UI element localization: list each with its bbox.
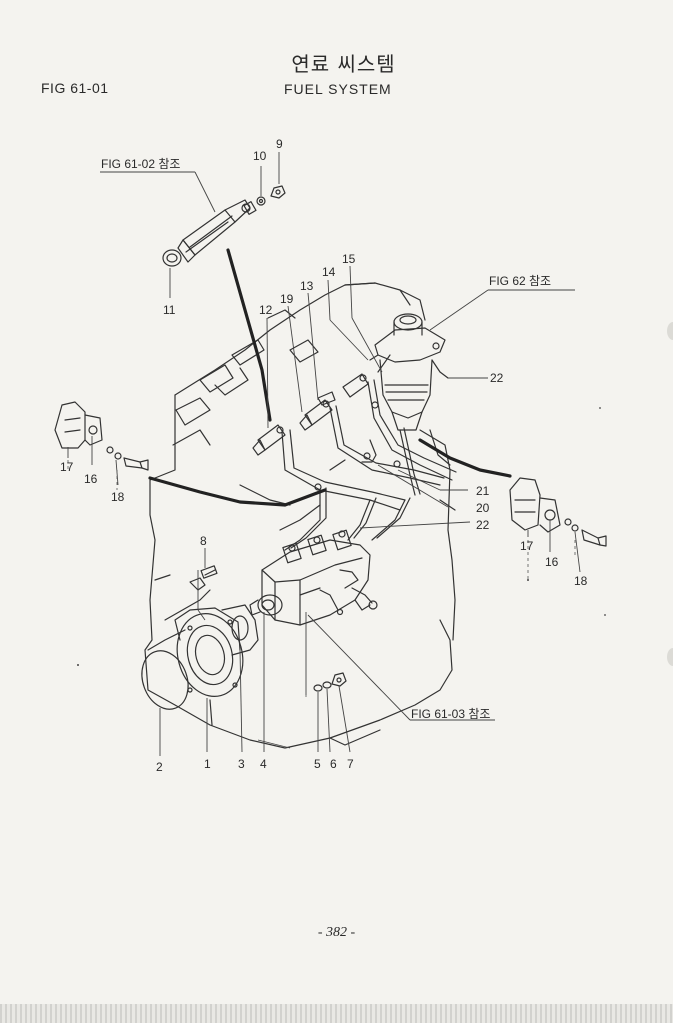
callout-10: 10 (253, 149, 267, 163)
clamp-set-left (54, 401, 149, 471)
page-title-korean: 연료 씨스템 (291, 52, 396, 76)
page-number: - 382 - (317, 925, 356, 940)
washers-nut (313, 672, 347, 692)
callout-3: 3 (238, 757, 245, 771)
ref-fig-62: FIG 62 참조 (489, 274, 551, 288)
callout-16-right: 16 (545, 555, 559, 569)
callout-6: 6 (330, 757, 337, 771)
scan-edge-artifact (0, 1004, 673, 1023)
callout-5: 5 (314, 757, 321, 771)
callout-18-left: 18 (111, 490, 125, 504)
binder-hole-top (667, 322, 673, 340)
callout-22-bottom: 22 (476, 518, 490, 532)
callout-20: 20 (476, 501, 490, 515)
fuel-filter-assembly (369, 313, 449, 431)
fuel-lines (279, 354, 457, 551)
callout-numbers: 1 2 3 4 5 6 7 8 9 10 11 12 13 14 15 16 1… (60, 137, 588, 774)
injector-assembly (162, 185, 286, 267)
return-hoses (148, 248, 512, 507)
leader-lines (67, 152, 581, 756)
callout-8: 8 (200, 534, 207, 548)
binder-hole-bottom (667, 648, 673, 666)
callout-11: 11 (163, 303, 176, 317)
injection-pump (249, 529, 378, 626)
callout-17-right: 17 (520, 539, 534, 553)
callout-1: 1 (204, 757, 211, 771)
ref-fig-61-03: FIG 61-03 참조 (411, 707, 490, 721)
callout-4: 4 (260, 757, 267, 771)
callout-16-left: 16 (84, 472, 98, 486)
callout-9: 9 (276, 137, 283, 151)
reference-labels: FIG 61-02 참조 FIG 62 참조 FIG 61-03 참조 (101, 157, 551, 721)
pump-drive-cover (141, 565, 259, 710)
callout-15: 15 (342, 252, 356, 266)
callout-19: 19 (280, 292, 294, 306)
dashed-extension-lines (67, 460, 576, 700)
injectors-in-block (252, 373, 369, 456)
callout-2: 2 (156, 760, 163, 774)
callout-12: 12 (259, 303, 273, 317)
callout-18-right: 18 (574, 574, 588, 588)
callout-14: 14 (322, 265, 336, 279)
callout-22-top: 22 (490, 371, 504, 385)
callout-7: 7 (347, 757, 354, 771)
figure-id: FIG 61-01 (41, 80, 109, 96)
ref-fig-61-02: FIG 61-02 참조 (101, 157, 180, 171)
clamp-set-right (509, 477, 607, 547)
callout-13: 13 (300, 279, 314, 293)
callout-21: 21 (476, 484, 490, 498)
callout-17-left: 17 (60, 460, 74, 474)
engine-block-outline (144, 282, 456, 749)
page-title-english: FUEL SYSTEM (284, 81, 392, 97)
